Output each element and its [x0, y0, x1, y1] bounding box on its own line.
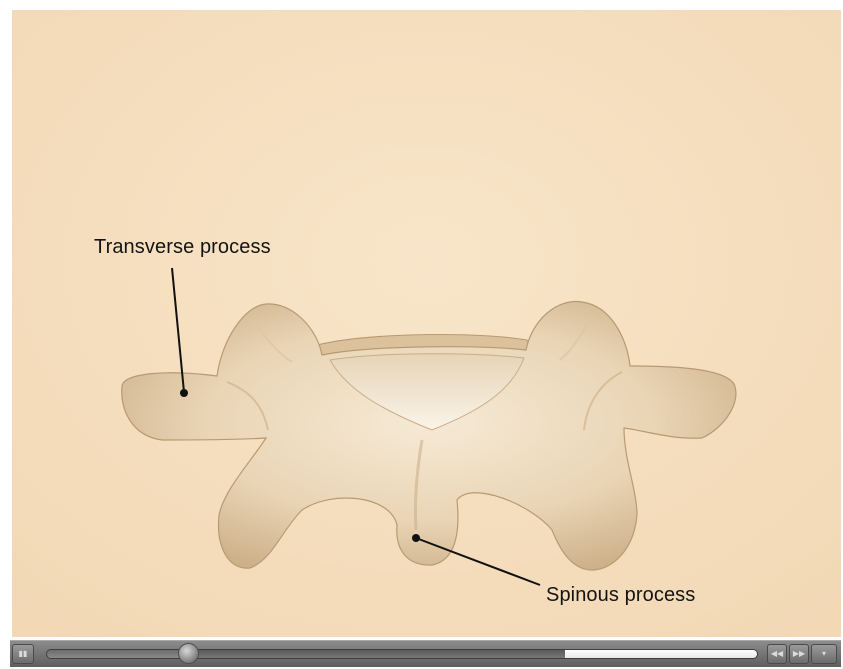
rewind-button[interactable]: ◀◀ [767, 644, 787, 664]
spinous-marker-dot [412, 534, 420, 542]
media-controlbar: ▮▮ ◀◀ ▶▶ ▾ [10, 640, 841, 667]
anatomy-illustration: Transverse process Spinous process [12, 10, 841, 637]
play-pause-button[interactable]: ▮▮ [12, 644, 34, 664]
spinous-process-label: Spinous process [546, 584, 695, 607]
scrubber-thumb[interactable] [178, 643, 199, 664]
scrubber-buffered [565, 650, 757, 658]
rewind-icon: ◀◀ [771, 649, 783, 658]
fast-forward-button[interactable]: ▶▶ [789, 644, 809, 664]
volume-button[interactable]: ▾ [811, 644, 837, 664]
play-pause-icon: ▮▮ [19, 649, 28, 658]
fast-forward-icon: ▶▶ [793, 649, 805, 658]
transverse-marker-dot [180, 389, 188, 397]
scrubber-track[interactable] [46, 649, 758, 659]
volume-icon: ▾ [822, 649, 826, 658]
transverse-process-label: Transverse process [94, 236, 271, 259]
scrubber-progress [47, 650, 189, 658]
vertebra-illustration [12, 10, 841, 637]
